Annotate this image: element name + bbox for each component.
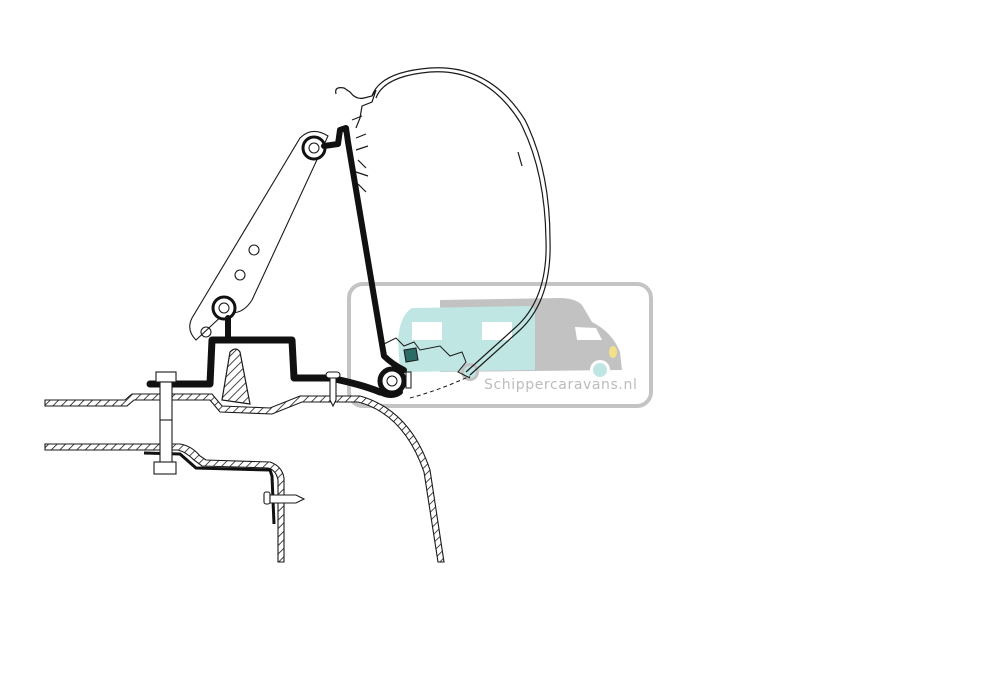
watermark-logo: [347, 282, 653, 408]
caravan-window-2: [482, 322, 512, 340]
arm-hole-2: [234, 269, 246, 281]
reinforcement-strip: [143, 451, 276, 525]
awning-rail-clip: [383, 337, 471, 399]
through-bolt: [153, 371, 177, 475]
side-wall-rivet: [263, 491, 306, 505]
roof-screw: [325, 371, 341, 408]
roof-panel-inner: [44, 443, 285, 563]
adapter-arm: [189, 130, 329, 341]
caravan-wheel-hub: [464, 366, 476, 378]
camper-headlight: [609, 346, 617, 358]
roof-panel-outer: [44, 393, 445, 563]
caravan-window-1: [412, 322, 442, 340]
camper-window: [575, 327, 602, 340]
upper-pivot-bolt: [301, 135, 327, 161]
lower-pivot-bolt: [211, 295, 237, 321]
support-wedge: [221, 348, 251, 405]
arm-hole-3: [200, 326, 212, 338]
arm-hole-1: [248, 244, 260, 256]
camper-wheel-hub: [593, 363, 607, 377]
awning-case: [335, 67, 551, 376]
watermark-frame: [347, 282, 653, 408]
hinge-hook: [377, 366, 412, 396]
watermark-text: Schippercaravans.nl: [484, 377, 638, 393]
